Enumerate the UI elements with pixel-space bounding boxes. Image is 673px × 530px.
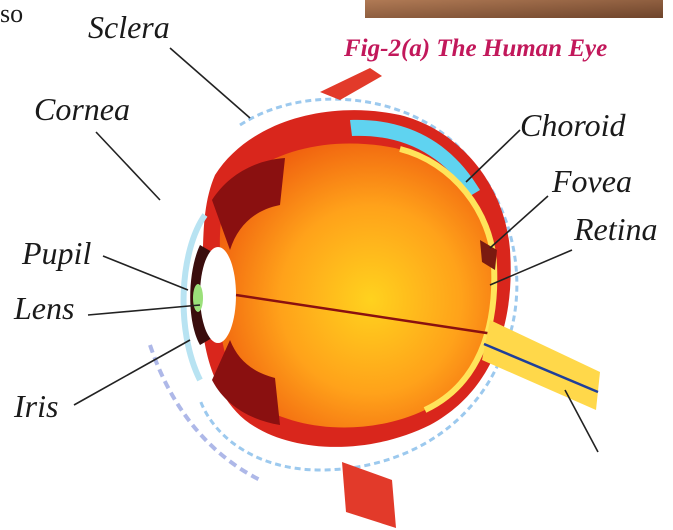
page-fragment-text: so [0,0,23,28]
leader-choroid [466,130,520,182]
leader-pupil [103,256,188,290]
label-iris: Iris [13,388,58,424]
label-pupil: Pupil [21,235,91,271]
top-tissue [320,68,382,100]
label-cornea: Cornea [34,91,130,127]
optic-nerve [482,320,600,410]
figure-caption: Fig-2(a) The Human Eye [343,35,607,62]
label-choroid: Choroid [520,107,627,143]
leader-sclera [170,48,250,118]
pupil-shape [193,284,203,312]
lens-shape [200,247,236,343]
label-sclera: Sclera [88,9,170,45]
label-lens: Lens [13,290,74,326]
bottom-tissue [342,462,396,528]
leader-cornea [96,132,160,200]
eye-photo [365,0,663,18]
label-fovea: Fovea [551,163,632,199]
label-retina: Retina [573,211,658,247]
